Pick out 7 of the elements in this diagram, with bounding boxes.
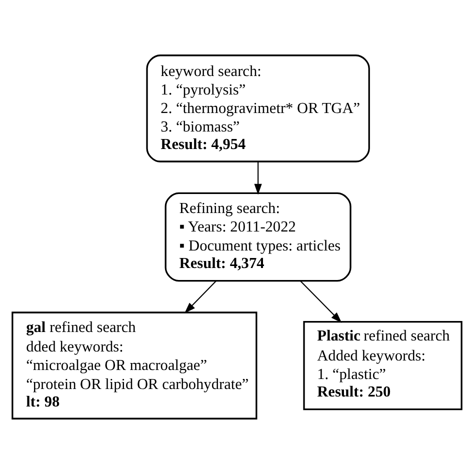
- arrow: [300, 280, 342, 323]
- arrow: [254, 162, 262, 195]
- node-box: Plastic refined search Added keywords: 1. “plastic” Result: 250: [303, 320, 462, 410]
- node-box: keyword search: 1. “pyrolysis” 2. “thermogravimetr* OR TGA” 3. “biomass” Result: 4,954: [146, 54, 370, 162]
- node-box: gal refined search dded keywords: “microalgae OR macroalgae” “protein OR lipid OR carbohydrate” lt: 98: [12, 312, 258, 420]
- node-box: Refining search: ▪ Years: 2011-2022 ▪ Document types: articles Result: 4,374: [164, 192, 352, 282]
- arrow: [184, 280, 217, 314]
